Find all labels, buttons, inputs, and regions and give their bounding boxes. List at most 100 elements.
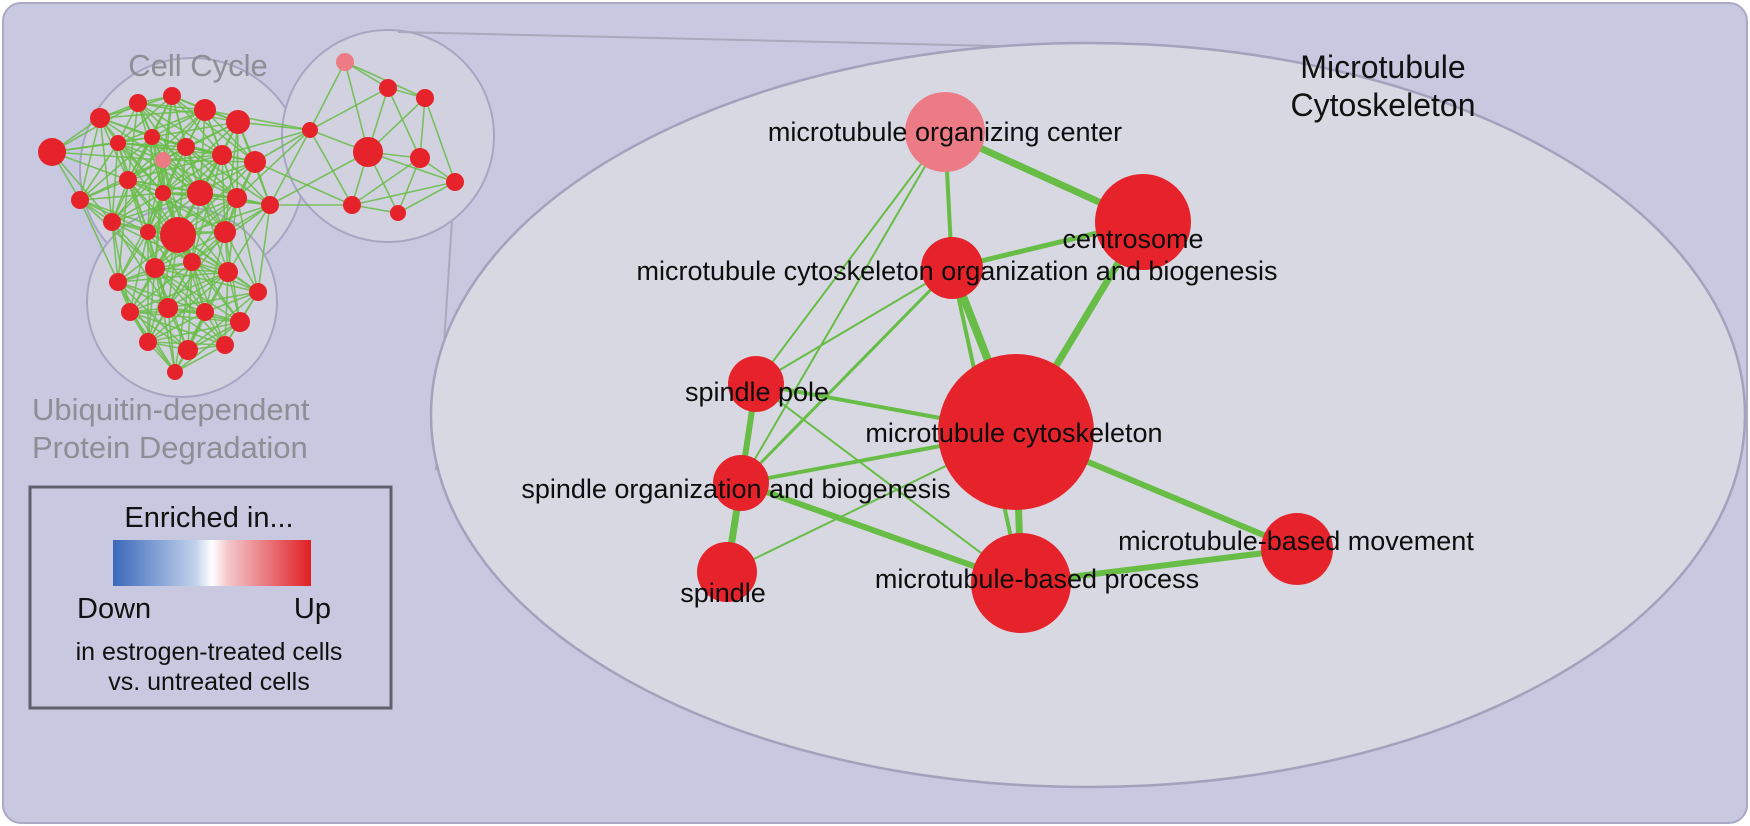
overview-edge	[344, 61, 369, 153]
overview-node	[155, 152, 171, 168]
overview-node	[353, 137, 383, 167]
overview-node	[140, 224, 156, 240]
overview-edge	[424, 97, 456, 183]
overview-node	[178, 340, 198, 360]
overview-node	[226, 110, 250, 134]
legend-down-label: Down	[77, 593, 151, 625]
node-spindle	[697, 542, 757, 602]
overview-edge	[224, 231, 259, 293]
label-mt_movement: microtubule-based movement	[1118, 526, 1474, 556]
overview-edge	[154, 197, 238, 269]
overview-node	[129, 94, 147, 112]
overview-edge	[162, 192, 226, 233]
overview-node	[110, 135, 126, 151]
overview-node	[167, 364, 183, 380]
overview-edge	[204, 291, 259, 313]
overview-node	[109, 273, 127, 291]
overview-edge	[129, 311, 241, 323]
overview-edge	[147, 267, 156, 343]
overview-edge	[129, 261, 193, 313]
zoom-nodes	[697, 92, 1333, 633]
overview-node	[160, 217, 196, 253]
overview-edge	[167, 307, 226, 346]
label-moc: microtubule organizing center	[768, 117, 1122, 147]
overview-edge	[236, 129, 311, 199]
overview-node	[230, 312, 250, 332]
edge-mt_org_bio-spindle_pole	[755, 267, 953, 385]
overview-node	[38, 138, 66, 166]
node-spindle_pole	[728, 356, 784, 412]
overview-edge	[351, 157, 421, 206]
overview-edge	[137, 102, 239, 123]
node-mt_movement	[1261, 513, 1333, 585]
edge-moc-spindle_pole	[755, 131, 946, 385]
overview-edge	[117, 281, 176, 373]
overview-node	[90, 108, 110, 128]
label-mt_process: microtubule-based process	[875, 564, 1199, 594]
legend: Enriched in... Down Up in estrogen-treat…	[28, 485, 393, 710]
overview-edge	[254, 161, 353, 206]
overview-node	[410, 148, 430, 168]
overview-edge	[154, 267, 206, 313]
overview-edge	[237, 121, 311, 131]
overview-edge	[117, 109, 206, 144]
legend-up-label: Up	[294, 593, 331, 625]
overview-edge	[147, 271, 229, 343]
overview-edge	[111, 192, 164, 223]
overview-edge	[171, 95, 256, 163]
label-mt_cyto: microtubule cytoskeleton	[865, 418, 1162, 448]
cell-cycle-title: Cell Cycle	[128, 48, 268, 83]
overview-edge	[221, 129, 311, 156]
overview-nodes	[38, 53, 464, 380]
overview-edge	[419, 97, 426, 159]
overview-edge	[191, 261, 226, 346]
overview-edge	[227, 204, 271, 273]
overview-edge	[117, 231, 149, 283]
edge-mt_org_bio-spindle_org	[739, 266, 954, 485]
legend-title: Enriched in...	[124, 502, 293, 534]
label-mt_org_bio: microtubule cytoskeleton organization an…	[637, 256, 1278, 286]
overview-edge	[154, 267, 176, 373]
overview-node	[446, 173, 464, 191]
overview-node	[390, 205, 406, 221]
overview-node	[249, 283, 267, 301]
overview-edge	[167, 307, 176, 373]
overview-edge	[162, 159, 256, 163]
overview-edge	[79, 142, 119, 201]
overview-edge	[137, 102, 223, 156]
zoom-labels: microtubule organizing centercentrosomem…	[521, 117, 1474, 608]
overview-node	[196, 303, 214, 321]
overview-node	[71, 191, 89, 209]
overview-node	[218, 262, 238, 282]
overview-edge	[99, 117, 113, 223]
overview-edge	[129, 231, 149, 313]
overview-edge	[129, 271, 229, 313]
microtubule-title-line1: Microtubule	[1300, 49, 1465, 85]
label-spindle_org: spindle organization and biogenesis	[521, 474, 950, 504]
overview-node	[336, 53, 354, 71]
edge-moc-spindle_org	[740, 131, 946, 484]
overview-edge	[127, 179, 156, 269]
overview-edge	[117, 281, 189, 351]
overview-edge	[236, 197, 259, 293]
overview-node	[244, 151, 266, 173]
overview-edge	[269, 151, 369, 206]
microtubule-title-line2: Cytoskeleton	[1291, 87, 1476, 123]
overview-edge	[224, 121, 239, 233]
overview-edge	[79, 117, 101, 201]
legend-caption-line1: in estrogen-treated cells	[76, 638, 343, 666]
overview-edge	[147, 321, 241, 343]
overview-edge	[79, 136, 153, 201]
overview-edge	[147, 231, 206, 313]
overview-edge	[147, 311, 206, 343]
overview-node	[379, 79, 397, 97]
label-centrosome: centrosome	[1062, 224, 1203, 254]
overview-edge	[204, 109, 311, 131]
overview-node	[187, 180, 213, 206]
overview-node	[158, 298, 178, 318]
overview-node	[139, 333, 157, 351]
overview-node	[145, 258, 165, 278]
overview-edge	[367, 151, 456, 183]
node-mt_process	[971, 533, 1071, 633]
overview-node	[194, 99, 216, 121]
